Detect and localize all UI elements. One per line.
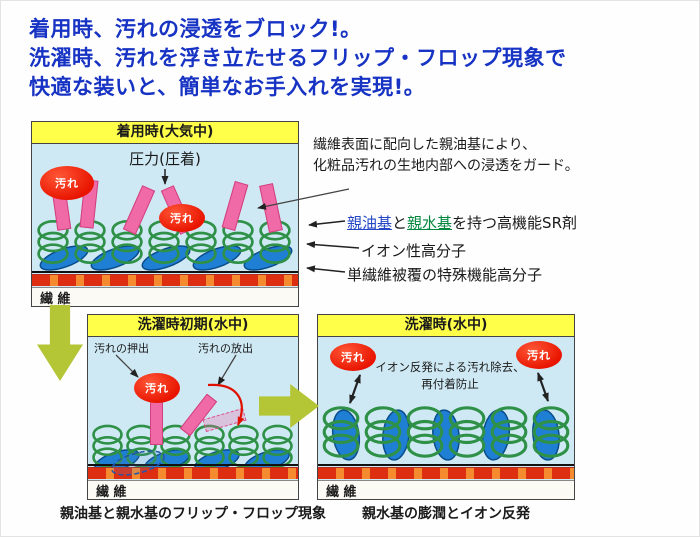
headline-line2: 洗濯時、汚れを浮き立たせるフリップ・フロップ現象で — [29, 46, 567, 70]
monofilament-line — [318, 464, 574, 466]
fiber-label: 繊 維 — [40, 291, 71, 307]
fiber-label: 繊 維 — [326, 484, 357, 500]
caption-swelling: 親水基の膨潤とイオン反発 — [362, 506, 530, 522]
legend-hydrophilic-term: 親水基 — [407, 214, 453, 232]
surface-note-line2: 化粧品汚れの生地内部への浸透をガード。 — [313, 158, 579, 174]
push-out-label: 汚れの押出 — [94, 342, 149, 355]
wash-flow-down-arrow — [37, 305, 83, 381]
repulsion-double-arrow — [348, 374, 362, 404]
push-out-arrow — [115, 354, 139, 378]
headline-line3: 快適な装いと、簡単なお手入れを実現!。 — [29, 75, 426, 99]
legend-ion-polymer: イオン性高分子 — [361, 242, 467, 260]
legend-sr-rest: を持つ高機能SR剤 — [452, 214, 577, 232]
oil-stain: 汚れ — [134, 373, 180, 403]
fiber-strip: 繊 維 — [88, 480, 298, 499]
ion-polymer-arrow — [306, 241, 360, 249]
fiber-strip: 繊 維 — [32, 287, 298, 306]
panel-wash-initial: 洗濯時初期(水中) 汚れの押出 汚れの放出 汚れ — [87, 314, 299, 500]
stain-label: 汚れ — [341, 351, 365, 364]
oleophilic-bar — [150, 399, 163, 445]
pressure-label: 圧力(圧着) — [129, 150, 201, 168]
oil-stain: 汚れ — [330, 343, 376, 371]
oil-stain: 汚れ — [159, 204, 205, 232]
fiber-surface-bar — [32, 274, 298, 286]
stain-label: 汚れ — [170, 212, 194, 225]
release-arrow — [217, 354, 237, 386]
ion-note-line2: 再付着防止 — [421, 377, 479, 391]
stain-label: 汚れ — [145, 382, 169, 395]
panel-wear-body: 圧力(圧着) 汚れ 汚れ — [32, 144, 298, 306]
panel-wear: 着用時(大気中) 圧力(圧着) 汚れ 汚れ — [31, 121, 299, 307]
fiber-strip: 繊 維 — [318, 480, 574, 499]
oil-stain: 汚れ — [516, 341, 562, 369]
caption-flip-flop: 親油基と親水基のフリップ・フロップ現象 — [60, 506, 326, 522]
legend-sr-agent: 親油基と親水基を持つ高機能SR剤 — [347, 212, 577, 233]
surface-note-line1: 繊維表面に配向した親油基により、 — [313, 137, 537, 153]
legend-oleophilic-term: 親油基 — [347, 214, 393, 232]
monofilament-line — [32, 271, 298, 273]
fiber-surface-bar — [318, 467, 574, 479]
panel-wash-initial-title: 洗濯時初期(水中) — [88, 315, 298, 337]
surface-note: 繊維表面に配向した親油基により、 化粧品汚れの生地内部への浸透をガード。 — [313, 135, 579, 177]
ion-note-line1: イオン反発による汚れ除去、 — [375, 360, 525, 374]
stain-label: 汚れ — [527, 349, 551, 362]
legend-special-polymer: 単繊維被覆の特殊機能高分子 — [347, 266, 543, 284]
polymer-coil-row — [37, 219, 293, 271]
release-label: 汚れの放出 — [198, 342, 253, 355]
special-polymer-arrow — [306, 265, 346, 273]
panel-wash-initial-body: 汚れの押出 汚れの放出 汚れ — [88, 337, 298, 499]
repulsion-double-arrow — [536, 372, 550, 402]
panel-wear-title: 着用時(大気中) — [32, 122, 298, 144]
ion-repulsion-note: イオン反発による汚れ除去、 再付着防止 — [370, 359, 530, 393]
panel-wash-title: 洗濯時(水中) — [318, 315, 574, 337]
panel-wash-body: 汚れ 汚れ イオン反発による汚れ除去、 再付着防止 — [318, 337, 574, 499]
headline: 着用時、汚れの浸透をブロック!。 洗濯時、汚れを浮き立たせるフリップ・フロップ現… — [29, 15, 567, 102]
fiber-surface-bar — [88, 467, 298, 479]
oil-stain: 汚れ — [40, 166, 94, 200]
legend-and: と — [392, 214, 408, 232]
monofilament-line — [88, 464, 298, 466]
polymer-coil-row — [322, 406, 570, 461]
fiber-label: 繊 維 — [96, 484, 127, 500]
stain-label: 汚れ — [55, 177, 79, 190]
panel-wash: 洗濯時(水中) 汚れ 汚れ イオン反発による汚れ除去、 再付着防止 — [317, 314, 575, 500]
sr-agent-arrow — [308, 220, 346, 228]
headline-line1: 着用時、汚れの浸透をブロック!。 — [29, 17, 362, 41]
